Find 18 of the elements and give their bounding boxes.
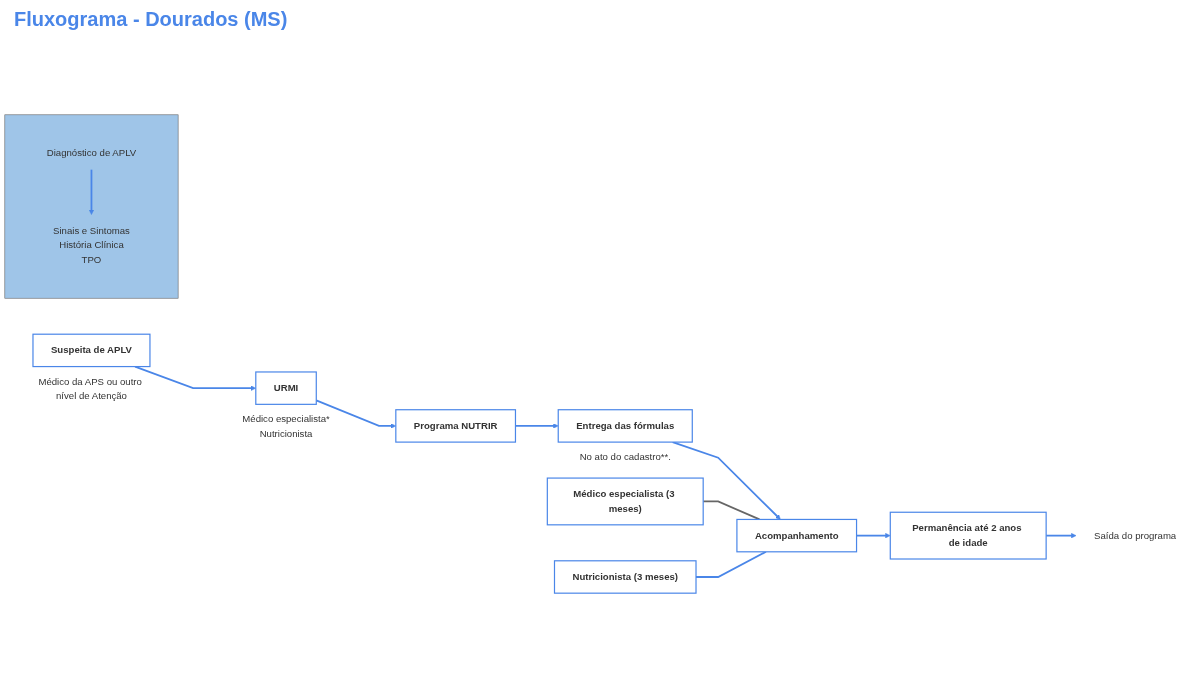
node-text: Sinais e Sintomas História Clínica TPO <box>53 225 130 265</box>
node-box: URMI <box>255 371 317 405</box>
node-label: Nutricionista <box>259 428 313 439</box>
node-label: Médico especialista* <box>242 413 330 425</box>
node-box: Acompanhamento <box>736 518 858 553</box>
node-label: Médico da APS ou outro nível de Atenção <box>38 376 142 401</box>
node-box: Nutricionista (3 meses) <box>553 560 697 594</box>
arrow <box>88 168 95 215</box>
node-box: Entrega das fórmulas <box>557 409 693 443</box>
diagram-title: Fluxograma - Dourados (MS) <box>14 8 289 31</box>
node-box: Permanência até 2 anos de idade <box>889 511 1047 560</box>
node-box: Suspeita de APLV <box>32 333 151 368</box>
node-box: Médico especialista (3 meses) <box>546 477 704 526</box>
node-text: Diagnóstico de APLV <box>46 148 137 159</box>
cluster <box>4 114 179 299</box>
node-text: Saída do programa <box>1094 530 1177 541</box>
node-label: No ato do cadastro**. <box>579 451 671 462</box>
node-box: Programa NUTRIR <box>395 409 517 443</box>
